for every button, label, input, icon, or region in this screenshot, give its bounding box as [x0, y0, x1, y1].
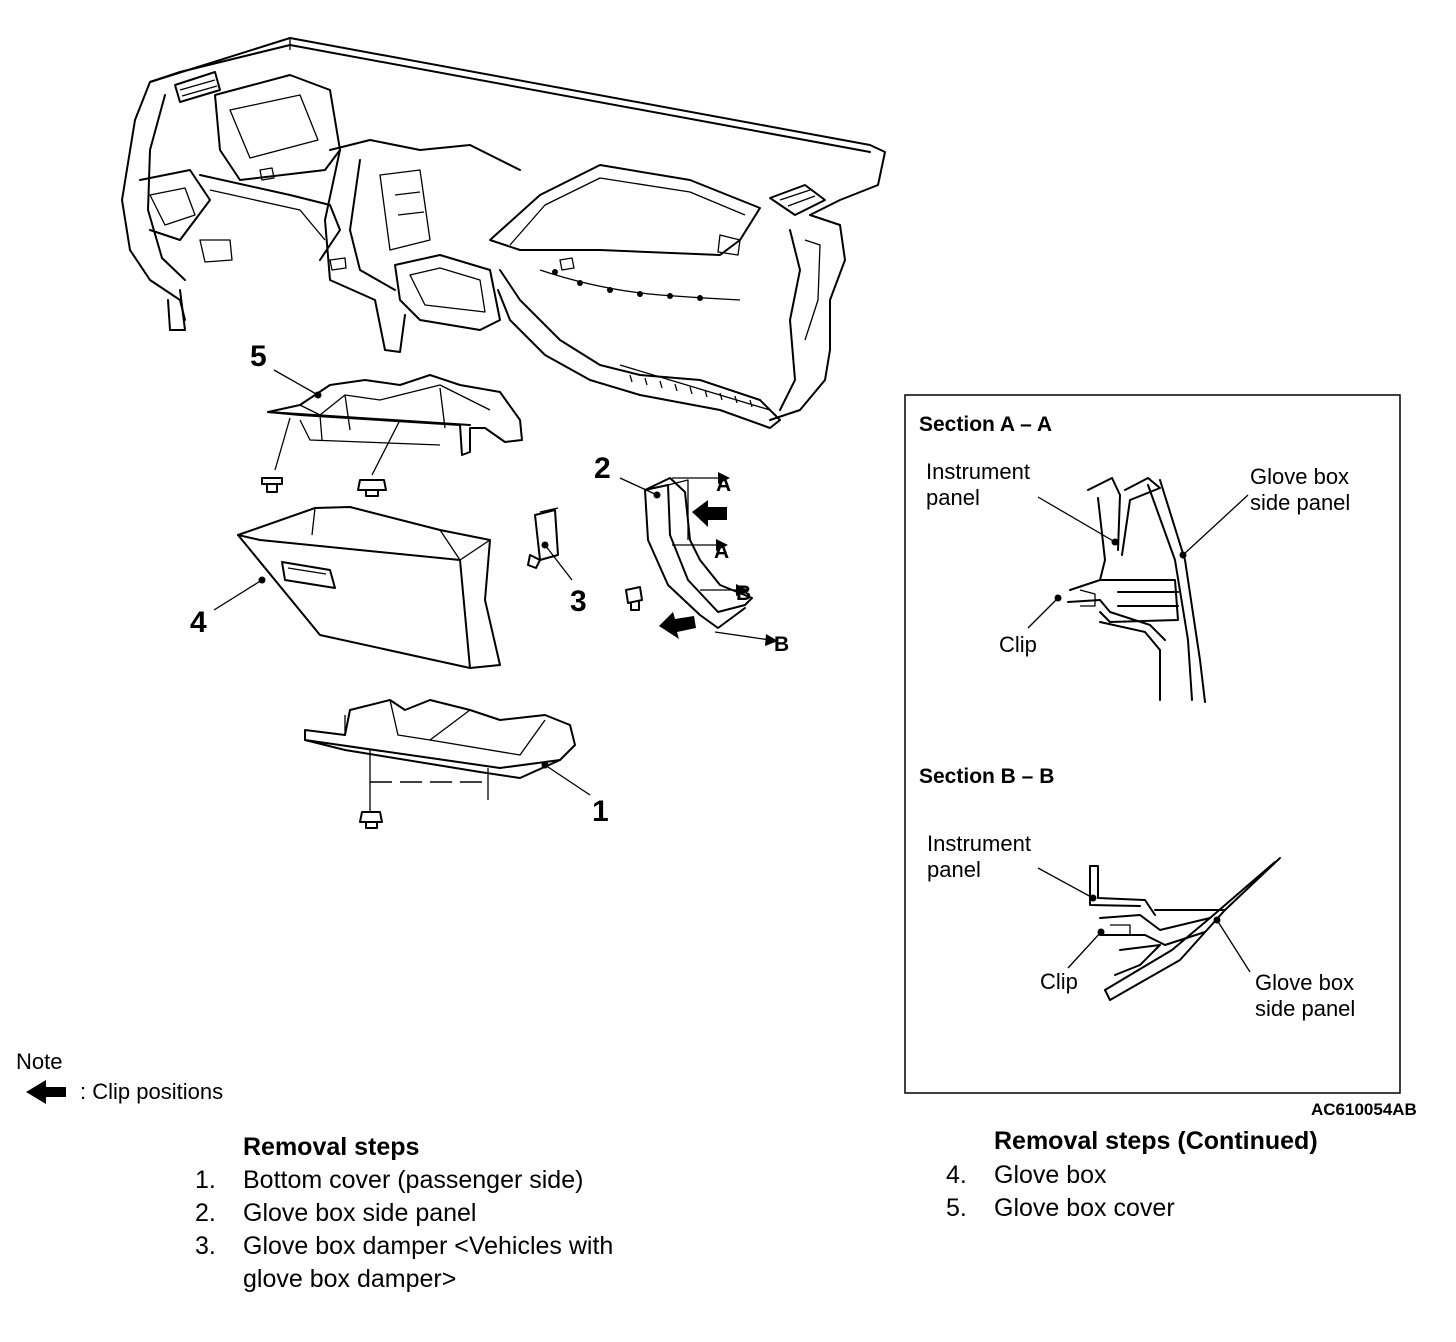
removal-step: 4. Glove box [946, 1159, 1406, 1192]
section-aa-glove-box-side-panel-label: Glove box side panel [1250, 464, 1351, 515]
step-number: 1. [195, 1166, 216, 1194]
figure-code: AC610054AB [1311, 1100, 1417, 1119]
glove-box-drawing [213, 506, 501, 669]
bottom-cover-drawing [304, 699, 591, 829]
removal-step: 2. Glove box side panel [195, 1197, 715, 1230]
step-text: Bottom cover (passenger side) [243, 1166, 584, 1194]
section-aa-title: Section A – A [919, 413, 1053, 436]
removal-steps-list: 1. Bottom cover (passenger side) 2. Glove … [195, 1164, 715, 1296]
callout-1: 1 [592, 795, 609, 828]
step-text: Glove box cover [994, 1194, 1175, 1222]
callout-4: 4 [190, 606, 207, 639]
section-bb-clip-label: Clip [1040, 969, 1078, 994]
section-aa-clip-label: Clip [999, 632, 1037, 657]
section-bb-glove-box-side-panel-label: Glove box side panel [1255, 970, 1356, 1021]
note-clip-positions: : Clip positions [80, 1079, 224, 1104]
callout-5: 5 [250, 340, 267, 373]
callout-2: 2 [594, 452, 611, 485]
removal-steps-continued-title: Removal steps (Continued) [994, 1127, 1318, 1155]
removal-steps-title: Removal steps [243, 1133, 420, 1161]
section-detail-inset-frame [904, 394, 1401, 1094]
section-marker-a-top: A [716, 473, 732, 496]
section-marker-b-top: B [736, 582, 752, 605]
step-number: 2. [195, 1199, 216, 1227]
section-marker-a-bottom: A [714, 540, 730, 563]
step-text: Glove box [994, 1161, 1107, 1189]
removal-step: 3. Glove box damper <Vehicles with glove … [195, 1230, 715, 1296]
section-bb-drawing [1037, 857, 1281, 1001]
glove-box-side-panel-drawing [619, 472, 778, 646]
clip-position-arrow-icon [26, 1080, 66, 1104]
removal-steps-continued-list: 4. Glove box 5. Glove box cover [946, 1159, 1406, 1225]
step-number: 5. [946, 1194, 967, 1222]
step-number: 4. [946, 1161, 967, 1189]
removal-step: 1. Bottom cover (passenger side) [195, 1164, 715, 1197]
instrument-panel-drawing [121, 37, 886, 429]
glove-box-cover-drawing [261, 369, 523, 497]
note-heading: Note [16, 1049, 63, 1074]
step-text: Glove box damper <Vehicles with glove bo… [243, 1232, 614, 1293]
step-text: Glove box side panel [243, 1199, 477, 1227]
glove-box-damper-drawing [527, 507, 573, 581]
section-marker-b-bottom: B [774, 633, 790, 656]
section-bb-instrument-panel-label: Instrument panel [927, 831, 1031, 882]
section-aa-instrument-panel-label: Instrument panel [926, 459, 1030, 510]
step-number: 3. [195, 1232, 216, 1260]
section-aa-drawing [1027, 477, 1249, 703]
callout-3: 3 [570, 585, 587, 618]
removal-step: 5. Glove box cover [946, 1192, 1406, 1225]
section-bb-title: Section B – B [919, 765, 1055, 788]
